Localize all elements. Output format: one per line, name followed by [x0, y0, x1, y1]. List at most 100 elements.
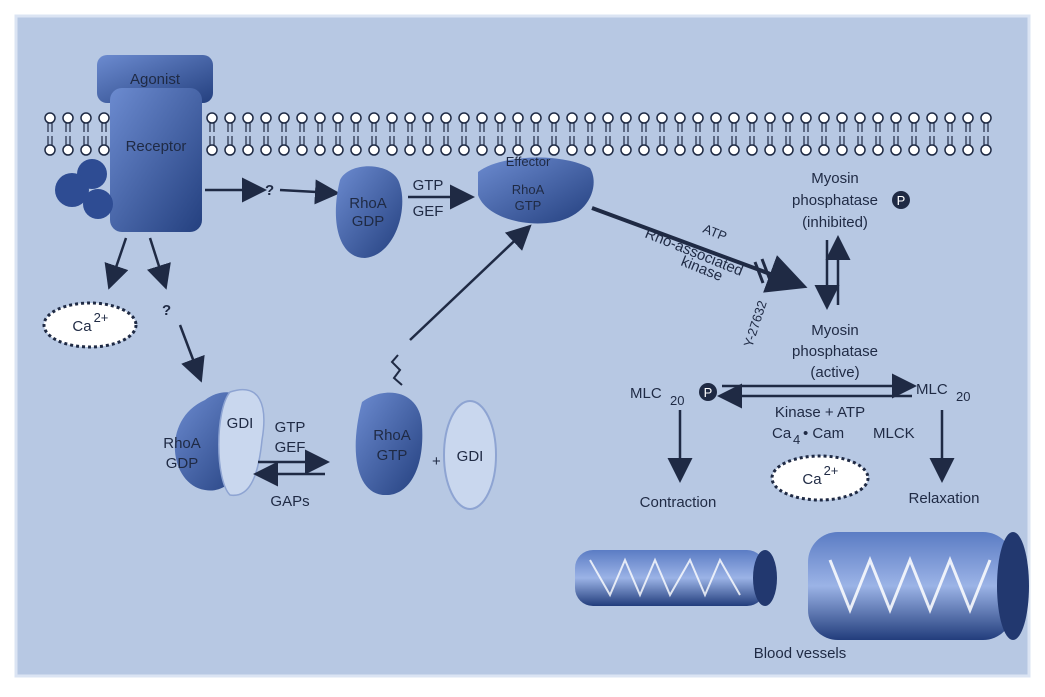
- lipid-head: [405, 113, 415, 123]
- lipid-head: [459, 113, 469, 123]
- lipid-head: [891, 145, 901, 155]
- lipid-head: [693, 113, 703, 123]
- lipid-head: [639, 113, 649, 123]
- svg-text:RhoA: RhoA: [373, 427, 411, 444]
- lipid-head: [243, 145, 253, 155]
- lipid-head: [63, 113, 73, 123]
- gdi-free: GDI: [444, 401, 496, 509]
- lipid-head: [315, 113, 325, 123]
- lipid-head: [873, 145, 883, 155]
- lipid-head: [693, 145, 703, 155]
- lipid-head: [477, 145, 487, 155]
- lipid-head: [243, 113, 253, 123]
- svg-text:Myosin: Myosin: [811, 322, 859, 339]
- lipid-head: [765, 145, 775, 155]
- lipid-head: [207, 145, 217, 155]
- svg-text:GTP: GTP: [515, 198, 542, 213]
- lipid-head: [549, 145, 559, 155]
- lipid-head: [945, 113, 955, 123]
- lipid-head: [81, 145, 91, 155]
- svg-text:4: 4: [793, 432, 800, 447]
- lipid-head: [603, 145, 613, 155]
- lipid-head: [711, 113, 721, 123]
- svg-text:GDP: GDP: [352, 213, 385, 230]
- lipid-head: [657, 145, 667, 155]
- lipid-head: [567, 113, 577, 123]
- lipid-head: [765, 113, 775, 123]
- effector-rhoa-gtp: Effector RhoA GTP: [478, 154, 594, 223]
- svg-text:20: 20: [670, 393, 684, 408]
- gef-label-bottom: GEF: [275, 439, 306, 456]
- lipid-head: [837, 113, 847, 123]
- question-mark-2: ?: [162, 302, 171, 319]
- lipid-head: [729, 145, 739, 155]
- lipid-head: [81, 113, 91, 123]
- lipid-head: [45, 113, 55, 123]
- lipid-head: [927, 113, 937, 123]
- lipid-head: [297, 113, 307, 123]
- lipid-head: [369, 145, 379, 155]
- svg-text:MLC: MLC: [630, 385, 662, 402]
- plus-sign: +: [432, 453, 441, 470]
- lipid-head: [441, 113, 451, 123]
- lipid-head: [657, 113, 667, 123]
- lipid-head: [783, 145, 793, 155]
- lipid-head: [963, 113, 973, 123]
- lipid-head: [621, 145, 631, 155]
- svg-text:GDP: GDP: [166, 455, 199, 472]
- lipid-head: [675, 145, 685, 155]
- lipid-head: [621, 113, 631, 123]
- svg-text:Effector: Effector: [506, 154, 551, 169]
- blood-vessel-relaxed: [808, 532, 1029, 640]
- lipid-head: [297, 145, 307, 155]
- gaps-label: GAPs: [270, 493, 309, 510]
- svg-text:MLC: MLC: [916, 381, 948, 398]
- lipid-head: [855, 145, 865, 155]
- relaxation-label: Relaxation: [909, 490, 980, 507]
- svg-text:RhoA: RhoA: [512, 182, 545, 197]
- lipid-head: [639, 145, 649, 155]
- lipid-head: [45, 145, 55, 155]
- receptor-label: Receptor: [126, 138, 187, 155]
- lipid-head: [459, 145, 469, 155]
- blood-vessels-label: Blood vessels: [754, 645, 847, 662]
- lipid-head: [423, 113, 433, 123]
- lipid-head: [909, 145, 919, 155]
- lipid-head: [801, 145, 811, 155]
- lipid-head: [729, 113, 739, 123]
- question-mark-1: ?: [265, 182, 274, 199]
- receptor: [110, 88, 202, 232]
- lipid-head: [567, 145, 577, 155]
- lipid-head: [225, 145, 235, 155]
- lipid-head: [99, 145, 109, 155]
- svg-text:phosphatase: phosphatase: [792, 343, 878, 360]
- lipid-head: [531, 113, 541, 123]
- lipid-head: [513, 113, 523, 123]
- lipid-head: [351, 113, 361, 123]
- lipid-head: [747, 113, 757, 123]
- lipid-head: [477, 113, 487, 123]
- lipid-head: [837, 145, 847, 155]
- lipid-head: [963, 145, 973, 155]
- lipid-head: [981, 145, 991, 155]
- lipid-head: [315, 145, 325, 155]
- lipid-head: [207, 113, 217, 123]
- lipid-head: [279, 145, 289, 155]
- lipid-head: [225, 113, 235, 123]
- svg-text:Myosin: Myosin: [811, 170, 859, 187]
- lipid-head: [927, 145, 937, 155]
- lipid-head: [873, 113, 883, 123]
- lipid-head: [423, 145, 433, 155]
- lipid-head: [261, 113, 271, 123]
- svg-text:Ca: Ca: [772, 425, 792, 442]
- lipid-head: [819, 145, 829, 155]
- lipid-head: [549, 113, 559, 123]
- lipid-head: [405, 145, 415, 155]
- lipid-head: [675, 113, 685, 123]
- lipid-head: [387, 113, 397, 123]
- lipid-head: [819, 113, 829, 123]
- lipid-head: [99, 113, 109, 123]
- lipid-head: [603, 113, 613, 123]
- lipid-head: [801, 113, 811, 123]
